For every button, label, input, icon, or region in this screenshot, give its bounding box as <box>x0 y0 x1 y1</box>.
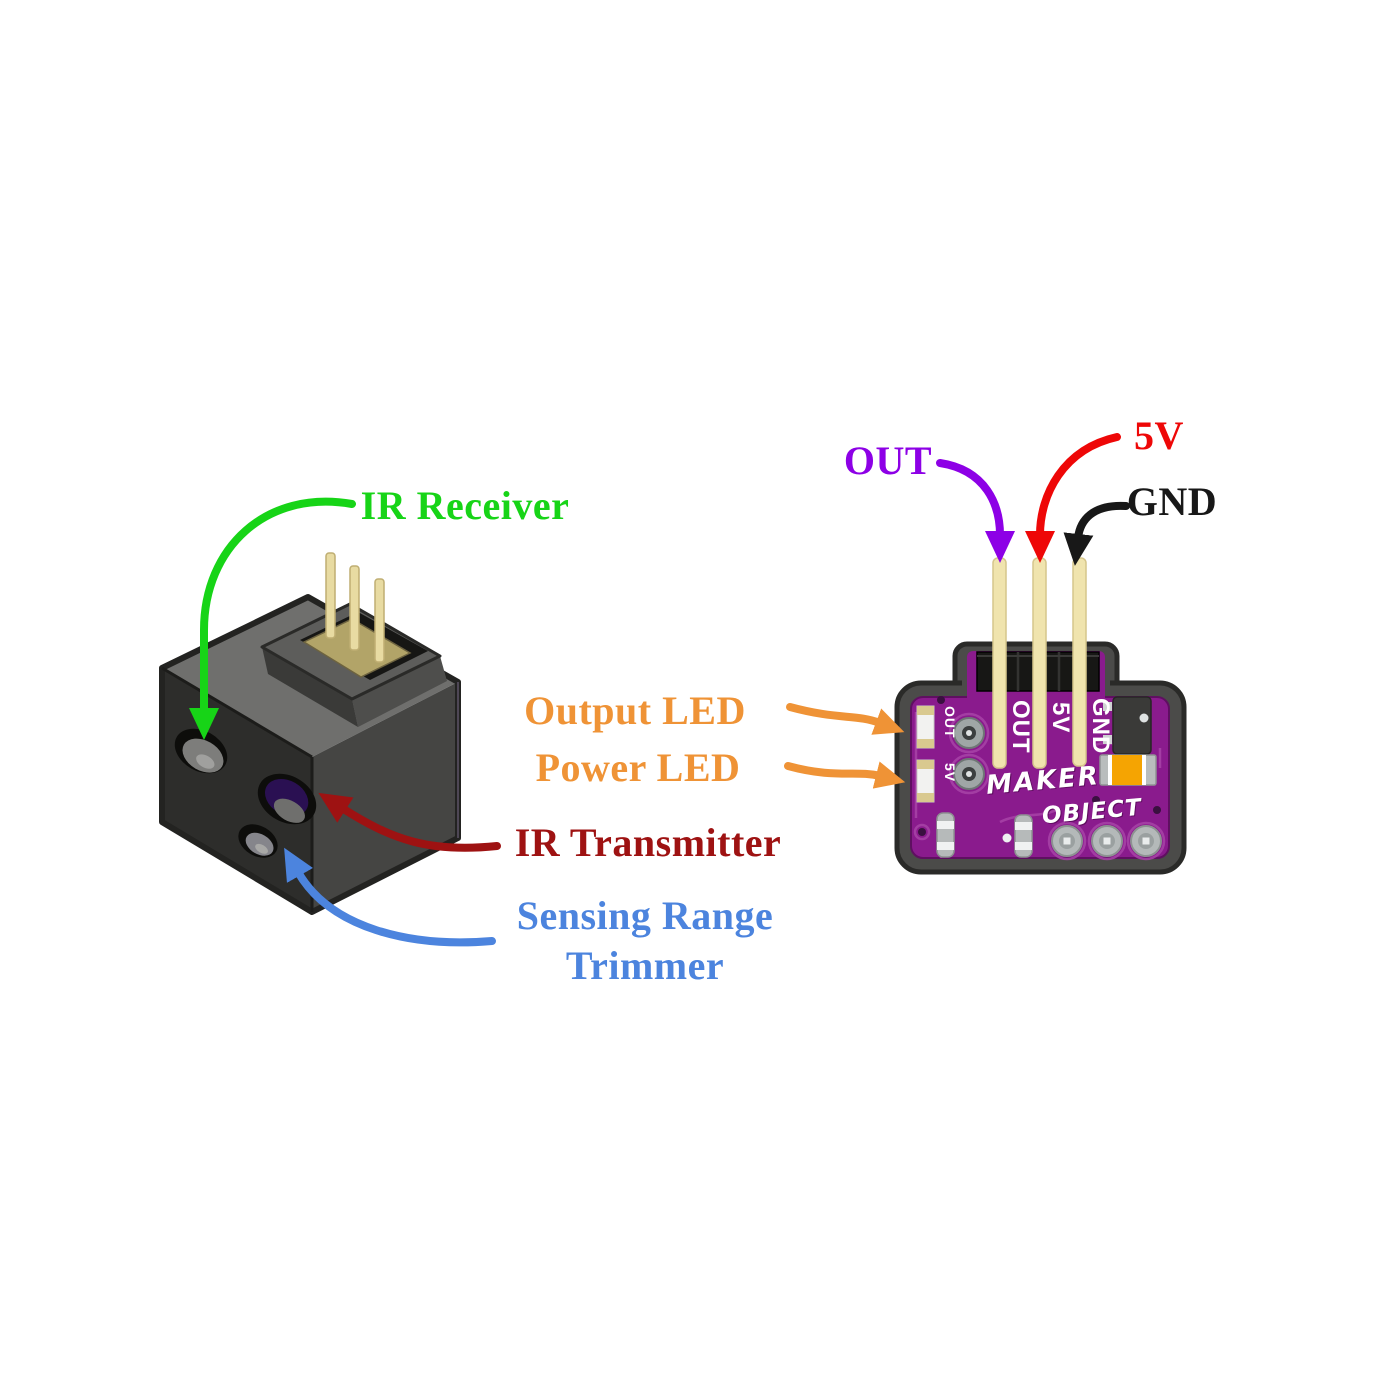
5v-pin-arrow <box>1025 433 1121 563</box>
ir-transmitter-arrow <box>318 792 501 852</box>
sensor-pins <box>325 552 385 663</box>
ir-receiver-label: IR Receiver <box>360 483 570 528</box>
gnd-pin-arrow <box>1063 501 1130 566</box>
smd-resistors <box>936 812 1033 858</box>
silkscreen-led-out: OUT <box>942 706 958 739</box>
out-pin-arrow <box>936 459 1015 563</box>
trimmer-aperture <box>238 824 278 858</box>
output-led <box>916 705 935 749</box>
trimmer-arrow <box>284 847 496 947</box>
smd-capacitor <box>1099 754 1157 786</box>
ir-transmitter-label: IR Transmitter <box>514 820 782 865</box>
pcb-traces <box>913 712 1166 861</box>
5v-pin-label: 5V <box>1134 413 1184 458</box>
output-led-arrow <box>786 703 905 735</box>
gnd-pin-label: GND <box>1126 479 1218 524</box>
sensing-range-line2: Trimmer <box>565 943 725 988</box>
output-led-label: Output LED <box>524 688 746 733</box>
via-holes <box>953 717 985 790</box>
silkscreen-pin-5v: 5V <box>1047 702 1074 734</box>
power-led-arrow <box>784 761 906 789</box>
ir-transmitter-aperture <box>257 773 317 825</box>
dark-vias <box>918 696 1161 836</box>
silkscreen-pin-gnd: GND <box>1087 698 1114 755</box>
silkscreen-pin-out: OUT <box>1007 700 1034 754</box>
power-led <box>916 759 935 803</box>
module-pins <box>992 557 1087 769</box>
ir-receiver-arrow <box>189 497 356 740</box>
sensing-range-line1: Sensing Range <box>516 893 774 938</box>
annotation-arrows <box>189 433 1130 947</box>
power-led-label: Power LED <box>535 745 741 790</box>
out-pin-label: OUT <box>843 438 933 483</box>
pcb-module-illustration <box>894 557 1187 875</box>
ic-chip <box>1103 696 1152 755</box>
silkscreen-led-5v: 5V <box>942 763 958 783</box>
fiducial-dot <box>1002 833 1012 843</box>
ir-sensor-3d-illustration <box>159 552 461 915</box>
solder-pads <box>1051 825 1162 857</box>
sensing-range-trimmer-label: Sensing Range Trimmer <box>465 891 825 991</box>
